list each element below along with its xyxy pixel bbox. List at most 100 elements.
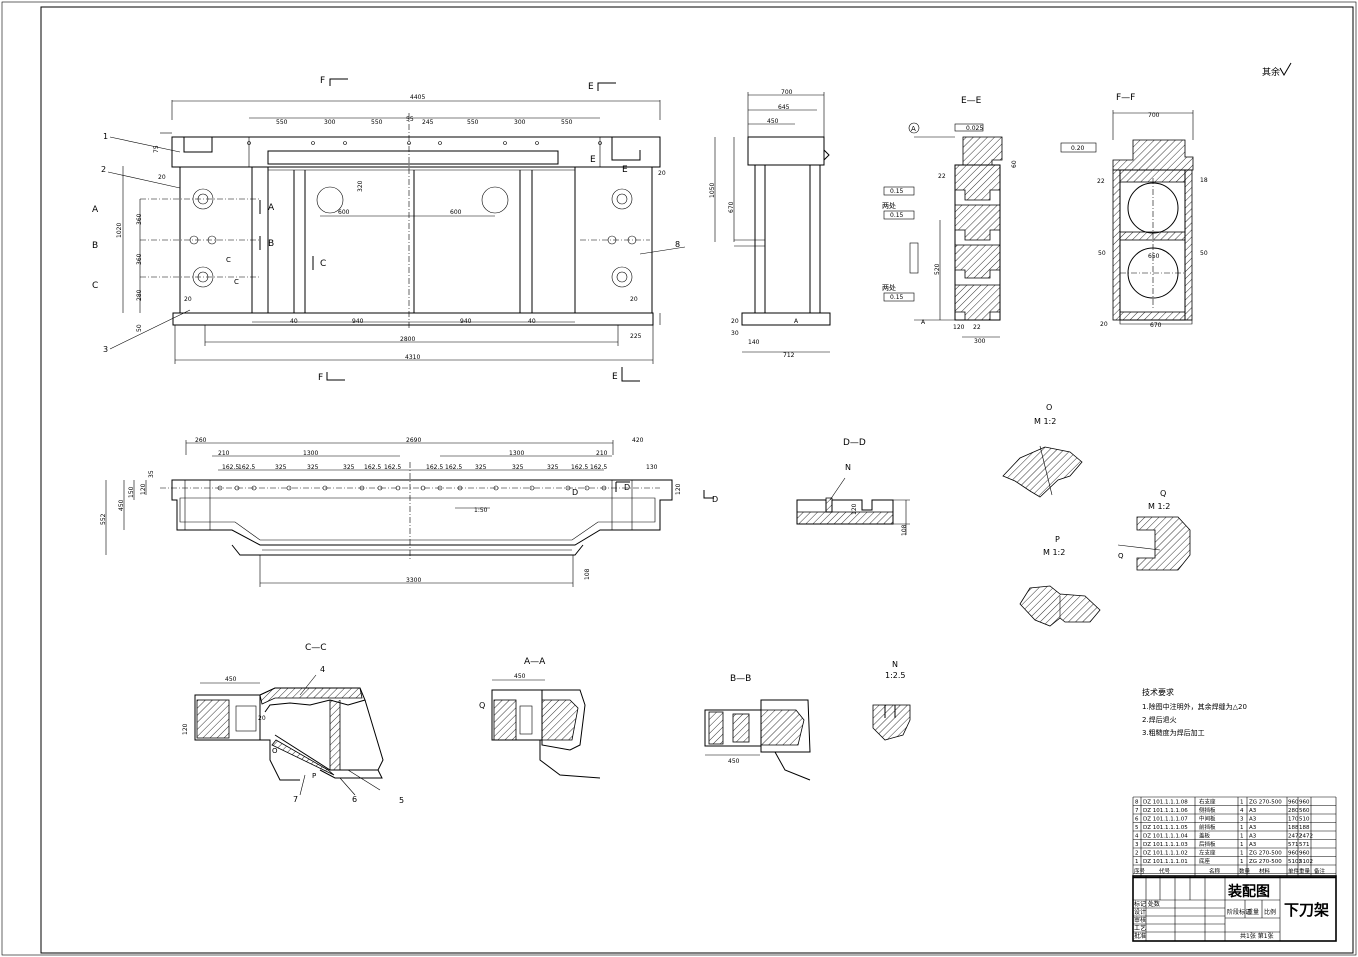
svg-text:3300: 3300 [406, 577, 421, 584]
svg-text:645: 645 [778, 104, 790, 111]
svg-text:0.15: 0.15 [890, 212, 904, 219]
bom-row-code: DZ 101.1.1.1.05 [1143, 825, 1188, 831]
svg-text:M 1:2: M 1:2 [1043, 548, 1065, 557]
svg-text:210: 210 [596, 450, 608, 457]
svg-text:162.5: 162.5 [590, 464, 607, 471]
svg-text:2690: 2690 [406, 437, 421, 444]
svg-text:700: 700 [1148, 112, 1160, 119]
svg-text:N: N [845, 463, 851, 472]
bom-row-name: 盖板 [1199, 832, 1211, 840]
svg-text:8: 8 [675, 240, 680, 249]
svg-text:450: 450 [728, 758, 740, 765]
svg-text:两处: 两处 [882, 283, 896, 292]
svg-text:P: P [312, 772, 316, 780]
svg-text:4: 4 [320, 665, 325, 674]
svg-text:360: 360 [136, 213, 143, 225]
svg-text:55: 55 [406, 116, 414, 123]
svg-text:工艺: 工艺 [1134, 924, 1146, 932]
svg-text:120: 120 [953, 324, 965, 331]
title-block: 装配图 下刀架 标记 处数 设计 审核 工艺 批准 阶段标记 重量 比例 共1张… [1132, 875, 1337, 942]
svg-text:E: E [590, 155, 596, 165]
inner-frame [40, 6, 1354, 954]
bom-row-qty: 1 [1240, 800, 1244, 806]
bom-row-name: 底座 [1199, 857, 1211, 865]
svg-text:22: 22 [938, 173, 946, 180]
svg-text:C: C [226, 256, 231, 264]
bom-row-total-weight: 560 [1299, 808, 1310, 814]
detail-q: Q M 1:2 Q [1117, 489, 1191, 571]
bom-row-code: DZ 101.1.1.1.07 [1143, 817, 1188, 823]
svg-text:940: 940 [460, 318, 472, 325]
svg-text:Q: Q [1118, 552, 1124, 560]
svg-text:162.5: 162.5 [571, 464, 588, 471]
svg-text:325: 325 [307, 464, 319, 471]
svg-text:D: D [624, 483, 630, 492]
section-dd: D—D N 120 108 [796, 438, 910, 536]
bom-row-code: DZ 101.1.1.1.08 [1143, 800, 1188, 806]
svg-text:批准: 批准 [1134, 932, 1146, 940]
svg-text:1:2.5: 1:2.5 [885, 671, 906, 680]
svg-text:162.5: 162.5 [426, 464, 443, 471]
svg-text:B—B: B—B [730, 674, 751, 684]
svg-text:600: 600 [338, 209, 350, 216]
bom-header-material: 材料 [1259, 867, 1271, 875]
svg-text:225: 225 [630, 333, 642, 340]
bom-header-name: 名称 [1209, 867, 1221, 875]
svg-text:F: F [320, 76, 325, 86]
svg-text:120: 120 [182, 723, 189, 735]
svg-text:A: A [911, 125, 916, 133]
bom-row-material: ZG 270-500 [1249, 800, 1282, 806]
bom-row-name: 右支座 [1199, 798, 1216, 806]
svg-text:210: 210 [218, 450, 230, 457]
svg-text:4310: 4310 [405, 354, 420, 361]
svg-text:2: 2 [101, 165, 106, 174]
svg-text:3: 3 [103, 345, 108, 354]
svg-text:比例: 比例 [1264, 908, 1276, 916]
svg-text:108: 108 [901, 524, 908, 536]
svg-text:120: 120 [140, 483, 147, 495]
svg-text:阶段标记: 阶段标记 [1227, 908, 1251, 916]
svg-text:20: 20 [731, 318, 739, 325]
svg-text:技术要求: 技术要求 [1142, 687, 1174, 697]
svg-text:两处: 两处 [882, 201, 896, 210]
bom-row-total-weight: 960 [1299, 851, 1310, 857]
svg-text:360: 360 [136, 253, 143, 265]
svg-text:18: 18 [1200, 177, 1208, 184]
svg-text:1020: 1020 [116, 223, 123, 238]
svg-text:550: 550 [561, 119, 573, 126]
bom-row-code: DZ 101.1.1.1.03 [1143, 842, 1188, 848]
svg-text:A: A [921, 319, 926, 326]
svg-text:1300: 1300 [303, 450, 318, 457]
svg-text:300: 300 [324, 119, 336, 126]
bom-row-unit-weight: 960 [1288, 851, 1299, 857]
svg-text:E: E [622, 165, 628, 175]
svg-text:装配图: 装配图 [1227, 883, 1270, 900]
svg-text:600: 600 [450, 209, 462, 216]
bom-row-qty: 1 [1240, 825, 1244, 831]
bom-row-no: 1 [1135, 859, 1139, 865]
svg-text:20: 20 [158, 174, 166, 181]
svg-text:F—F: F—F [1116, 93, 1135, 103]
svg-text:1300: 1300 [509, 450, 524, 457]
svg-text:552: 552 [100, 513, 107, 525]
svg-text:N: N [892, 660, 898, 669]
svg-text:940: 940 [352, 318, 364, 325]
svg-text:审核: 审核 [1134, 916, 1146, 924]
svg-text:130: 130 [646, 464, 658, 471]
front-view: F E F E 4405 550 300 550 55 245 550 300 … [92, 76, 686, 383]
svg-text:M 1:2: M 1:2 [1034, 417, 1056, 426]
svg-text:50: 50 [1098, 250, 1106, 257]
svg-text:4405: 4405 [410, 94, 425, 101]
svg-text:E—E: E—E [961, 96, 982, 106]
svg-text:650: 650 [1148, 253, 1160, 260]
bom-header-no: 序号 [1134, 867, 1146, 875]
svg-text:320: 320 [357, 180, 364, 192]
svg-text:300: 300 [514, 119, 526, 126]
svg-text:40: 40 [290, 318, 298, 325]
svg-text:E: E [612, 372, 618, 382]
svg-text:1: 1 [103, 132, 108, 141]
section-bb: B—B 450 [704, 674, 811, 781]
section-ee: E—E 0.025 0.15 0.15 两处 0.15 两处 520 300 1… [882, 96, 1018, 345]
